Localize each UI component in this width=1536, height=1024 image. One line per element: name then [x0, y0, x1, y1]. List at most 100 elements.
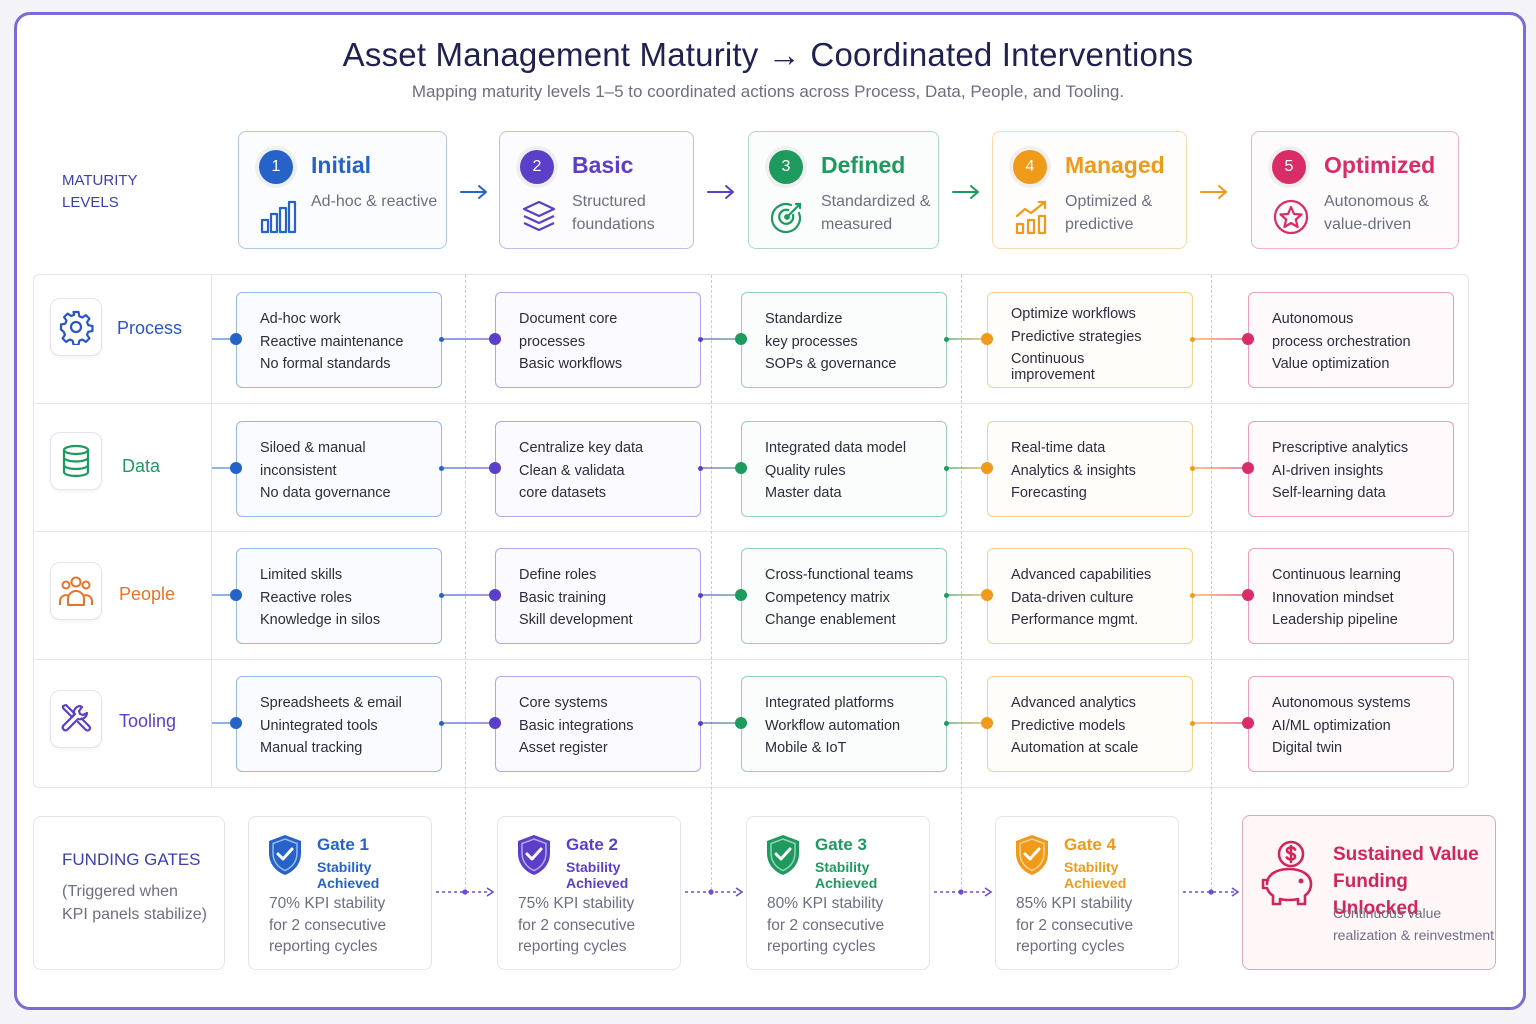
cell-line: Analytics & insights: [1011, 462, 1136, 479]
gate-name: Gate 4: [1064, 835, 1116, 854]
cell-line: Skill development: [519, 612, 633, 628]
cell-line: Real-time data: [1011, 440, 1106, 456]
cell-line: Limited skills: [260, 567, 343, 583]
cell-line: Workflow automation: [765, 717, 901, 734]
gate-criteria-line: for 2 consecutive: [1016, 916, 1134, 934]
level-description: Autonomous &value-driven: [1324, 190, 1464, 236]
dimension-icon-people: [50, 562, 102, 620]
row-connector: [212, 338, 236, 340]
cell-line: Advanced analytics: [1011, 695, 1136, 711]
dimension-label-process: Process: [117, 318, 183, 338]
row-node-dot: [735, 589, 747, 601]
dimension-icon-data: [50, 432, 102, 490]
gate-criteria-line: for 2 consecutive: [518, 916, 636, 934]
row-node-dot: [1242, 589, 1254, 601]
row-node-dot: [1242, 717, 1254, 729]
shield-check-icon: [516, 833, 552, 877]
cell-line: Predictive models: [1011, 717, 1126, 734]
cell-line: Leadership pipeline: [1272, 612, 1398, 628]
row-connector: [1193, 594, 1248, 596]
row-connector: [701, 338, 741, 340]
sustained-desc-line-2: realization & reinvestment: [1333, 927, 1495, 943]
gate-name: Gate 1: [317, 835, 369, 854]
cell-line: AI/ML optimization: [1272, 717, 1391, 734]
gate-status: Stability Achieved: [317, 859, 380, 891]
cell-line: Ad-hoc work: [260, 311, 341, 327]
row-connector: [947, 338, 987, 340]
cell-line: inconsistent: [260, 462, 337, 479]
level-desc-line-1: Standardized &: [821, 193, 931, 210]
arrow-right-icon: [951, 182, 981, 202]
column-dashed-guide: [465, 275, 466, 895]
cell-line: Unintegrated tools: [260, 717, 378, 734]
cell-line: Digital twin: [1272, 740, 1343, 756]
cell-line: Value optimization: [1272, 356, 1390, 372]
level-number-badge: 4: [1013, 150, 1047, 184]
target-icon: [769, 198, 807, 236]
cell-line: Document core: [519, 311, 618, 327]
cell-line: Optimize workflows: [1011, 306, 1136, 322]
gear-icon: [58, 309, 94, 347]
level-description: Optimized &predictive: [1065, 190, 1205, 236]
row-node-small-dot: [1190, 592, 1195, 598]
row-connector: [1193, 467, 1248, 469]
row-node-small-dot: [944, 465, 949, 471]
cell-line: Reactive roles: [260, 589, 352, 606]
cell-line: improvement: [1011, 367, 1095, 383]
level-number-badge: 1: [259, 150, 293, 184]
cell-line: Predictive strategies: [1011, 328, 1142, 345]
cell-line: No data governance: [260, 485, 391, 501]
gate-criteria-line: reporting cycles: [1016, 938, 1125, 955]
cell-line: Continuous learning: [1272, 567, 1401, 583]
cell-line: process orchestration: [1272, 333, 1411, 350]
cell-line: Spreadsheets & email: [260, 695, 402, 711]
cell-line: No formal standards: [260, 356, 391, 372]
growth-chart-icon: [1013, 198, 1051, 236]
page-title: Asset Management Maturity → Coordinated …: [342, 36, 1194, 73]
gate-status: Stability Achieved: [1064, 859, 1127, 891]
sustained-title-line-1: Sustained Value: [1333, 844, 1479, 865]
bar-chart-icon: [259, 198, 297, 236]
row-node-small-dot: [1190, 465, 1195, 471]
cell-line: Automation at scale: [1011, 740, 1139, 756]
cell-line: Integrated data model: [765, 440, 907, 456]
funding-desc-line-1: (Triggered when: [62, 883, 178, 900]
row-connector: [212, 467, 236, 469]
cell-line: Performance mgmt.: [1011, 612, 1139, 628]
arrow-right-icon: [706, 182, 736, 202]
level-name: Managed: [1065, 152, 1165, 178]
shield-check-icon: [267, 833, 303, 877]
cell-line: Cross-functional teams: [765, 567, 914, 583]
row-connector: [212, 594, 236, 596]
row-node-small-dot: [439, 336, 444, 342]
piggy-bank-icon: [1261, 840, 1313, 906]
cell-line: Master data: [765, 485, 842, 501]
row-node-small-dot: [439, 592, 444, 598]
column-dashed-guide: [961, 275, 962, 895]
database-icon: [58, 443, 94, 479]
level-name: Basic: [572, 152, 634, 178]
cell-line: Standardize: [765, 311, 843, 327]
row-node-dot: [981, 589, 993, 601]
row-connector: [212, 722, 236, 724]
row-connector: [947, 467, 987, 469]
row-node-dot: [489, 717, 501, 729]
funding-gates-title: FUNDING GATES: [62, 850, 201, 869]
cell-line: Self-learning data: [1272, 485, 1386, 501]
cell-line: Forecasting: [1011, 485, 1087, 501]
row-connector: [442, 338, 495, 340]
gate-status: Stability Achieved: [566, 859, 629, 891]
